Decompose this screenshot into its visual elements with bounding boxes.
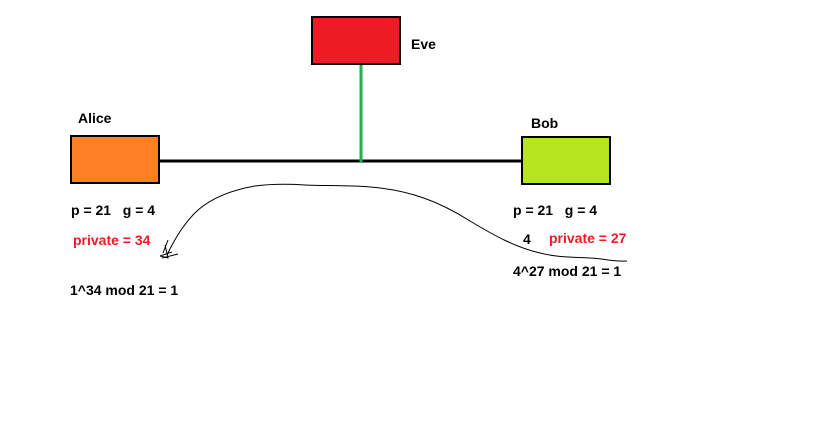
- bob-private-key: private = 27: [549, 230, 627, 246]
- alice-params: p = 21 g = 4: [71, 202, 156, 218]
- exchange-curve: [166, 183, 628, 262]
- bob-computation: 4^27 mod 21 = 1: [513, 263, 622, 279]
- eve-box: [311, 16, 401, 65]
- alice-box: [70, 135, 160, 184]
- alice-label: Alice: [78, 110, 112, 126]
- bob-params: p = 21 g = 4: [513, 202, 598, 218]
- bob-sent-value: 4: [523, 231, 531, 247]
- bob-box: [521, 136, 611, 185]
- alice-computation: 1^34 mod 21 = 1: [70, 282, 179, 298]
- arrow-head: [159, 239, 179, 259]
- alice-private-key: private = 34: [73, 232, 151, 248]
- bob-label: Bob: [531, 115, 559, 131]
- eve-label: Eve: [411, 36, 436, 52]
